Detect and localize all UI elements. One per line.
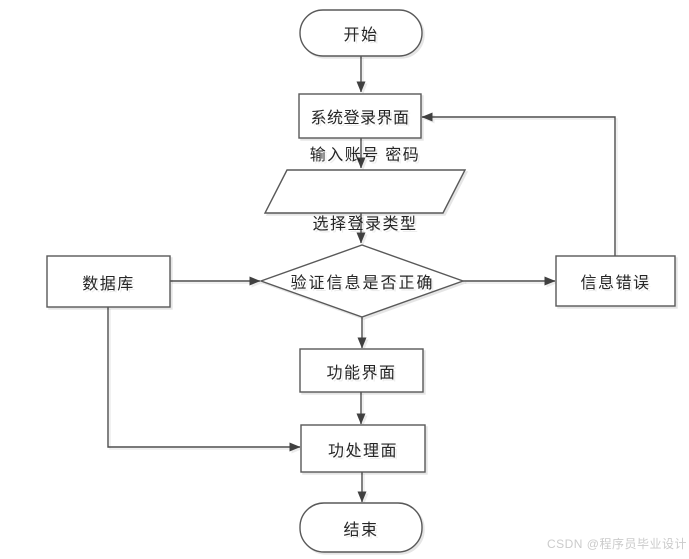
input-parallelogram-shape bbox=[263, 169, 467, 214]
end-terminator-shape bbox=[299, 502, 423, 553]
function-process-shape bbox=[299, 348, 424, 393]
verify-label: 验证信息是否正确 bbox=[290, 275, 435, 292]
edge-database-to-processing bbox=[107, 307, 301, 452]
start-label: 开始 bbox=[343, 27, 379, 44]
csdn-watermark: CSDN @程序员毕业设计 bbox=[546, 537, 687, 551]
login-label: 系统登录界面 bbox=[310, 110, 410, 127]
processing-process-shape bbox=[300, 424, 426, 473]
verify-decision-diamond-shape bbox=[258, 244, 466, 318]
error-label: 信息错误 bbox=[580, 275, 651, 292]
input-label: 输入账号 密码 选择登录类型 bbox=[275, 147, 455, 233]
input-label-line1: 输入账号 密码 bbox=[309, 147, 421, 164]
start-terminator-shape bbox=[299, 9, 423, 57]
edge-error-to-login bbox=[421, 112, 616, 256]
login-process-shape bbox=[298, 93, 422, 139]
error-process-shape bbox=[555, 255, 676, 307]
database-process-shape bbox=[46, 255, 171, 308]
input-label-line2: 选择登录类型 bbox=[312, 216, 418, 233]
processing-label: 功处理面 bbox=[327, 442, 398, 460]
end-label: 结束 bbox=[343, 521, 379, 539]
function-label: 功能界面 bbox=[326, 364, 397, 382]
database-label: 数据库 bbox=[82, 275, 135, 293]
